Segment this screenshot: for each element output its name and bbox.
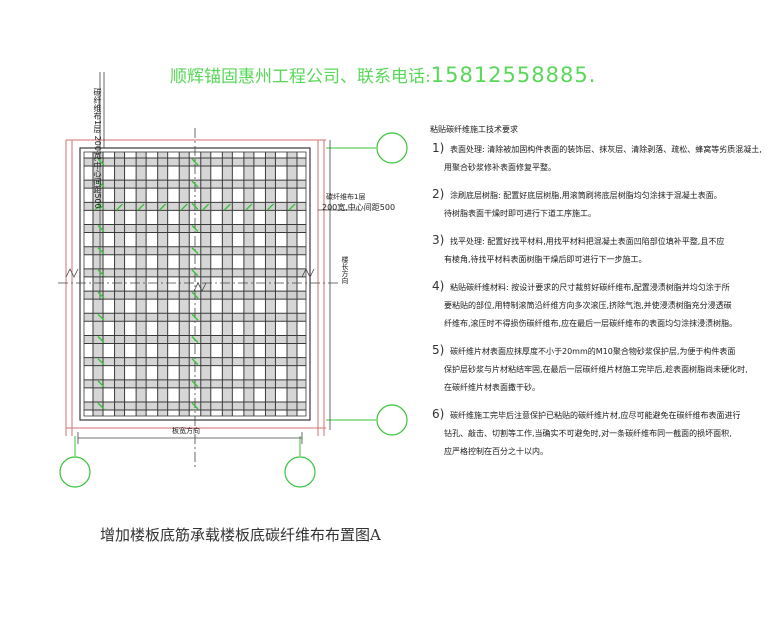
break-mark <box>65 268 79 278</box>
green-tick <box>97 380 105 388</box>
green-tick <box>245 203 253 211</box>
note-number: 2) <box>432 187 445 201</box>
left-strip-spec: 200宽,中心间距500 <box>93 135 102 209</box>
long-direction-label: 楼长方向 <box>341 256 349 284</box>
green-tick <box>191 180 199 188</box>
green-tick <box>266 203 274 211</box>
green-tick <box>191 313 199 321</box>
left-strip-annotation: 碳纤维布1层 200宽,中心间距500 <box>92 88 103 209</box>
green-tick <box>97 313 105 321</box>
dimension-lines <box>65 72 360 444</box>
drawing-title: 增加楼板底筋承载楼板底碳纤维布布置图A <box>100 526 381 544</box>
vertical-strip <box>265 152 276 416</box>
note-number: 3) <box>432 233 445 247</box>
short-direction-label: 板宽方向 <box>172 427 200 435</box>
green-tick <box>191 225 199 233</box>
green-tick <box>97 247 105 255</box>
company-banner: 顺辉锚固惠州工程公司、联系电话:15812558885. <box>170 62 596 87</box>
vertical-strip <box>93 152 103 416</box>
vertical-strip <box>157 152 168 416</box>
vertical-strip <box>114 152 125 416</box>
notes-list: 1) 表面处理: 清除被加固构件表面的装饰层、抹灰层、清除剥落、疏松、蜂窝等劣质混… <box>428 141 773 461</box>
note-line: 应严格控制在百分之十以内。 <box>444 447 548 456</box>
note-line: 钻孔、敲击、切割等工作,当确实不可避免时,对一条碳纤维布同一截面的损坏面积, <box>444 429 732 438</box>
note-item: 2) 涂刷底层树脂: 配置好底层树脂,用滚筒刷将底层树脂均匀涂抹于混凝土表面。待树… <box>428 187 773 223</box>
note-line: 纤维布,滚压时不得损伤碳纤维布,应在最后一层碳纤维布的表面均匀涂抹浸渍树脂。 <box>444 319 738 328</box>
break-mark <box>301 268 315 278</box>
vertical-strip <box>243 152 254 416</box>
green-tick <box>191 358 199 366</box>
note-number: 4) <box>432 279 445 293</box>
green-tick <box>97 225 105 233</box>
note-item: 5) 碳纤维片材表面应抹厚度不小于20mm的M10聚合物砂浆保护层,为便于构件表面… <box>428 343 773 397</box>
green-tick <box>202 203 210 211</box>
green-tick <box>191 269 199 277</box>
axis-bubbles <box>59 132 408 488</box>
green-tick <box>137 203 145 211</box>
vertical-strip <box>287 152 297 416</box>
vertical-strip <box>136 152 147 416</box>
note-line: 碳纤维片材表面应抹厚度不小于20mm的M10聚合物砂浆保护层,为便于构件表面 <box>450 347 736 356</box>
note-line: 表面处理: 清除被加固构件表面的装饰层、抹灰层、清除剥落、疏松、蜂窝等劣质混凝土… <box>450 145 762 154</box>
right-strip-layer: 碳纤维布1层 <box>326 193 366 201</box>
axis-bubble <box>376 132 408 164</box>
green-tick <box>288 203 296 211</box>
note-line: 待树脂表面干燥时即可进行下道工序施工。 <box>444 209 596 218</box>
axis-bubble <box>376 404 408 436</box>
right-strip-spec: 200宽,中心间距500 <box>322 203 396 212</box>
green-tick <box>223 203 231 211</box>
axis-bubble <box>284 456 316 488</box>
green-tick <box>191 335 199 343</box>
note-line: 找平处理: 配置好找平材料,用找平材料把混凝土表面凹陷部位填补平整,且不应 <box>450 237 725 246</box>
green-tick <box>191 402 199 410</box>
note-line: 用聚合砂浆修补表面修复平整。 <box>444 163 556 172</box>
banner-phone: 15812558885. <box>430 63 597 87</box>
note-number: 1) <box>432 141 445 155</box>
note-number: 6) <box>432 407 445 421</box>
green-tick <box>97 158 105 166</box>
green-tick <box>116 203 124 211</box>
axis-bubble <box>59 456 91 488</box>
note-line: 保护层砂浆与片材粘结牢固,在最后一层碳纤维片材施工完毕后,趁表面树脂尚未硬化时, <box>444 365 748 374</box>
note-line: 碳纤维施工完毕后注意保护已粘贴的碳纤维片材,应尽可能避免在碳纤维布表面进行 <box>450 411 741 420</box>
vertical-strip <box>222 152 233 416</box>
note-item: 4) 粘贴碳纤维材料: 按设计要求的尺寸裁剪好碳纤维布,配置浸渍树脂并均匀涂于所要… <box>428 279 773 333</box>
notes-title: 粘贴碳纤维施工技术要求 <box>430 125 518 134</box>
green-tick <box>97 335 105 343</box>
note-line: 有棱角,待找平材料表面树脂干燥后即可进行下一步施工。 <box>444 255 647 264</box>
green-tick <box>97 269 105 277</box>
green-tick <box>97 402 105 410</box>
left-strip-layer: 碳纤维布1层 <box>93 88 102 134</box>
note-item: 6) 碳纤维施工完毕后注意保护已粘贴的碳纤维片材,应尽可能避免在碳纤维布表面进行钻… <box>428 407 773 461</box>
note-line: 要粘贴的部位,用特制滚筒沿纤维方向多次滚压,挤除气泡,并使浸渍树脂充分浸透碳 <box>444 301 732 310</box>
green-ticks <box>94 158 296 410</box>
note-number: 5) <box>432 343 445 357</box>
construction-notes: 粘贴碳纤维施工技术要求 1) 表面处理: 清除被加固构件表面的装饰层、抹灰层、清除… <box>428 124 773 471</box>
note-item: 1) 表面处理: 清除被加固构件表面的装饰层、抹灰层、清除剥落、疏松、蜂窝等劣质混… <box>428 141 773 177</box>
note-line: 粘贴碳纤维材料: 按设计要求的尺寸裁剪好碳纤维布,配置浸渍树脂并均匀涂于所 <box>450 283 730 292</box>
green-tick <box>159 203 167 211</box>
green-tick <box>191 247 199 255</box>
green-tick <box>191 291 199 299</box>
note-line: 涂刷底层树脂: 配置好底层树脂,用滚筒刷将底层树脂均匀涂抹于混凝土表面。 <box>450 191 722 200</box>
vertical-strip <box>179 152 190 416</box>
green-tick <box>97 202 105 210</box>
green-tick <box>191 380 199 388</box>
break-mark <box>193 282 207 292</box>
banner-company: 顺辉锚固惠州工程公司、联系电话: <box>170 67 431 87</box>
green-tick <box>97 358 105 366</box>
green-tick <box>191 202 199 210</box>
green-tick <box>97 180 105 188</box>
green-tick <box>191 158 199 166</box>
green-tick <box>97 291 105 299</box>
green-tick <box>94 203 102 211</box>
note-line: 在碳纤维片材表面撒干砂。 <box>444 383 540 392</box>
note-item: 3) 找平处理: 配置好找平材料,用找平材料把混凝土表面凹陷部位填补平整,且不应有… <box>428 233 773 269</box>
green-tick <box>180 203 188 211</box>
